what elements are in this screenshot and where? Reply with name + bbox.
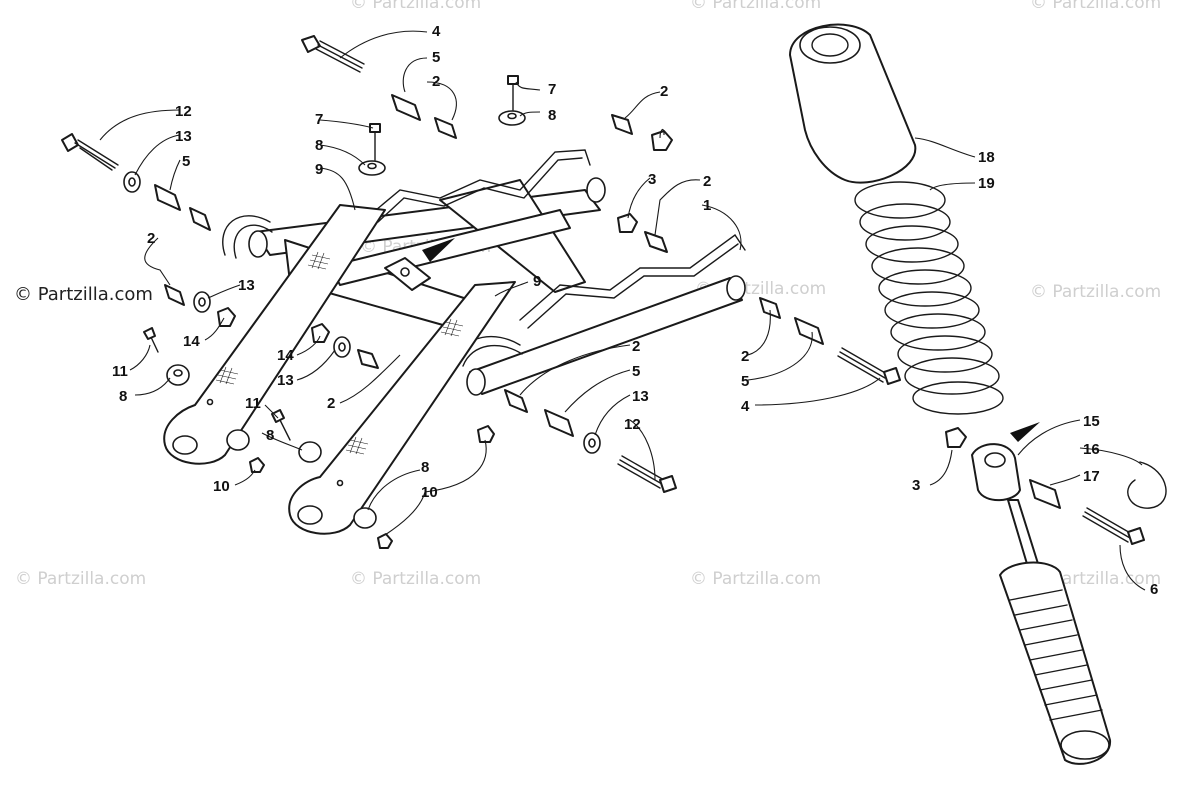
callout-11: 11 <box>245 395 261 412</box>
callout-8: 8 <box>266 427 274 444</box>
callout-14: 14 <box>183 333 200 350</box>
callout-2: 2 <box>660 83 668 100</box>
callout-3: 3 <box>912 477 920 494</box>
callout-4: 4 <box>432 23 441 40</box>
callout-8: 8 <box>548 107 556 124</box>
watermark-main: © Partzilla.com <box>14 284 153 305</box>
leader-lines <box>99 30 1146 591</box>
watermark: © Partzilla.com <box>350 0 481 13</box>
hardware-left <box>61 133 393 549</box>
callout-13: 13 <box>277 372 294 389</box>
callout-3: 3 <box>648 171 656 188</box>
callout-labels: 4 5 2 7 8 2 7 8 9 12 13 5 2 13 14 11 8 1… <box>112 23 1158 598</box>
shock-absorber <box>789 23 1167 765</box>
callout-9: 9 <box>315 161 323 178</box>
watermark: © Partzilla.com <box>690 0 821 13</box>
callout-8: 8 <box>421 459 429 476</box>
callout-16: 16 <box>1083 441 1100 458</box>
callout-11: 11 <box>112 363 128 380</box>
callout-2: 2 <box>741 348 749 365</box>
triangle-arrow-icon <box>1010 422 1040 442</box>
callout-13: 13 <box>238 277 255 294</box>
watermarks: © Partzilla.com © Partzilla.com © Partzi… <box>14 0 1161 589</box>
callout-8: 8 <box>119 388 127 405</box>
a-arm-frame <box>222 149 1040 442</box>
hardware-right-lower <box>477 297 901 493</box>
callout-2: 2 <box>147 230 155 247</box>
callout-5: 5 <box>632 363 640 380</box>
triangle-arrow-icon <box>422 238 455 262</box>
callout-2: 2 <box>632 338 640 355</box>
callout-10: 10 <box>213 478 230 495</box>
callout-12: 12 <box>175 103 192 120</box>
callout-13: 13 <box>175 128 192 145</box>
watermark: © Partzilla.com <box>690 569 821 589</box>
callout-19: 19 <box>978 175 995 192</box>
link-arms <box>163 204 516 535</box>
watermark: © Partzilla.com <box>350 569 481 589</box>
callout-15: 15 <box>1083 413 1100 430</box>
callout-14: 14 <box>277 347 294 364</box>
watermark: © Partzilla.com <box>15 569 146 589</box>
watermark: © Partzilla.com <box>1030 0 1161 13</box>
callout-7: 7 <box>548 81 556 98</box>
callout-17: 17 <box>1083 468 1100 485</box>
callout-6: 6 <box>1150 581 1158 598</box>
callout-2: 2 <box>432 73 440 90</box>
callout-10: 10 <box>421 484 438 501</box>
watermark: © Partzilla.com <box>1030 282 1161 302</box>
callout-2: 2 <box>703 173 711 190</box>
callout-5: 5 <box>182 153 190 170</box>
callout-8: 8 <box>315 137 323 154</box>
callout-5: 5 <box>432 49 440 66</box>
callout-5: 5 <box>741 373 749 390</box>
callout-4: 4 <box>741 398 750 415</box>
callout-1: 1 <box>703 197 711 214</box>
callout-2: 2 <box>327 395 335 412</box>
callout-18: 18 <box>978 149 995 166</box>
callout-7: 7 <box>315 111 323 128</box>
hardware-top <box>301 35 673 253</box>
callout-12: 12 <box>624 416 641 433</box>
callout-13: 13 <box>632 388 649 405</box>
callout-9: 9 <box>533 273 541 290</box>
